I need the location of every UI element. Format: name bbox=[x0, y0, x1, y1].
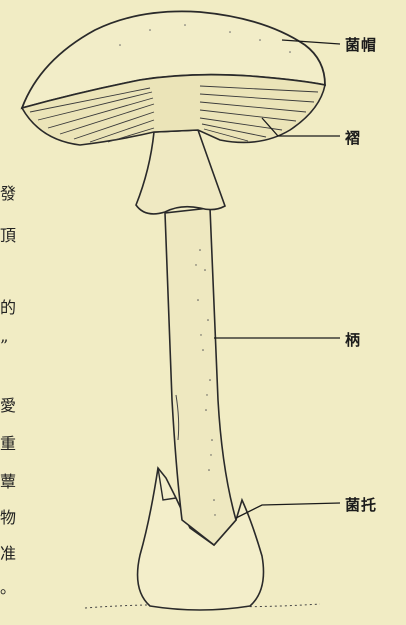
margin-char-9: 准 bbox=[0, 546, 16, 562]
margin-char-1: 發 bbox=[0, 186, 16, 202]
margin-char-10: 。 bbox=[0, 580, 16, 596]
label-volva: 菌托 bbox=[345, 494, 377, 515]
margin-char-2: 頂 bbox=[0, 228, 16, 244]
ring-shape bbox=[136, 130, 225, 214]
margin-char-3: 的 bbox=[0, 300, 16, 316]
label-cap: 菌帽 bbox=[345, 34, 377, 55]
stem-shape bbox=[165, 208, 236, 545]
label-gills: 褶 bbox=[345, 127, 361, 148]
margin-char-8: 物 bbox=[0, 510, 16, 526]
margin-char-6: 重 bbox=[0, 436, 16, 452]
margin-char-4: ” bbox=[0, 338, 8, 354]
margin-char-5: 愛 bbox=[0, 398, 16, 414]
margin-char-7: 蕈 bbox=[0, 474, 16, 490]
label-stem: 柄 bbox=[345, 329, 361, 350]
